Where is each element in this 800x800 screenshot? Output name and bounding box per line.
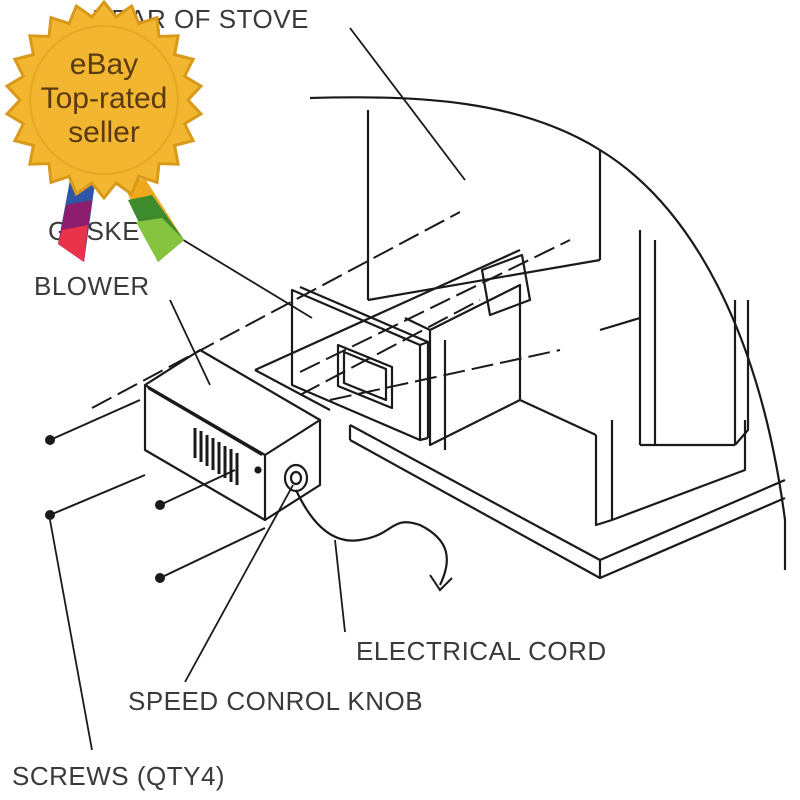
badge-line-2: Top-rated (41, 82, 168, 115)
stove-body (254, 96, 787, 580)
badge-line-3: seller (68, 116, 140, 149)
badge-ribbon-right (120, 176, 184, 262)
badge-ribbon-left (58, 176, 96, 262)
ebay-top-rated-seller-badge: eBay Top-rated seller (4, 0, 204, 262)
badge-seal (4, 0, 204, 201)
speed-control-knob (283, 463, 309, 493)
screw (155, 527, 266, 583)
leader-lines (49, 27, 466, 751)
blower-unit (143, 348, 322, 522)
vent-grille (193, 428, 239, 485)
cord-arrow-icon (429, 574, 453, 592)
label-electrical-cord: ELECTRICAL CORD (356, 636, 607, 666)
label-screws: SCREWS (QTY4) (12, 761, 225, 791)
screws (45, 399, 266, 583)
badge-line-1: eBay (70, 48, 138, 81)
label-speed-control-knob: SPEED CONROL KNOB (128, 686, 423, 716)
screw (155, 469, 236, 510)
gasket (290, 285, 430, 442)
electrical-cord (295, 489, 448, 586)
screw (45, 474, 146, 520)
badge-seal-ring (29, 25, 179, 175)
screw (45, 399, 141, 445)
alignment-lines (91, 211, 571, 409)
label-blower: BLOWER (34, 271, 150, 301)
